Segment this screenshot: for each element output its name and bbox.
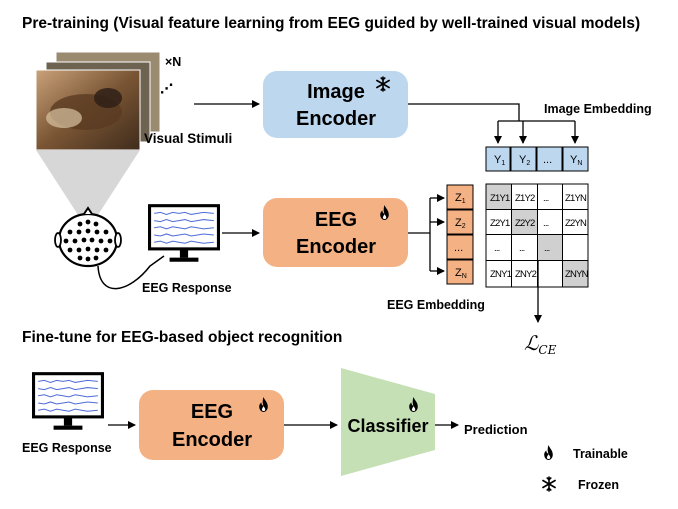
matrix-cell-1-2: Z1Y2 xyxy=(515,193,535,204)
matrix-cell-2-1: Z2Y1 xyxy=(490,218,510,229)
eeg-encoder-line1: EEG xyxy=(315,209,357,231)
finetune-eeg-encoder-line1: EEG xyxy=(191,401,233,423)
z-token-1: Z1 xyxy=(455,192,466,205)
eeg-cap-head xyxy=(54,206,122,268)
ce-loss-symbol: ℒCE xyxy=(524,331,557,357)
prediction-label: Prediction xyxy=(464,422,528,437)
matrix-cell-2-2: Z2Y2 xyxy=(515,218,535,229)
visual-stimuli-label: Visual Stimuli xyxy=(144,131,232,146)
electrode-cable xyxy=(97,255,165,290)
finetune-eeg-encoder-box xyxy=(139,390,284,460)
finetune-title: Fine-tune for EEG-based object recogniti… xyxy=(22,329,342,346)
stimuli-count-label: ×N xyxy=(165,55,181,69)
image-encoder-line2: Encoder xyxy=(296,108,376,130)
z-token-n: ZN xyxy=(455,267,467,280)
z-token-column: Z1 Z2 ... ZN xyxy=(446,184,474,285)
legend-frozen-label: Frozen xyxy=(578,478,619,492)
matrix-cell-3-2: ... xyxy=(519,243,525,254)
legend-snowflake-icon xyxy=(542,476,556,492)
y-token-row: Y1 Y2 ... YN xyxy=(485,146,589,172)
finetune-eeg-monitor-icon xyxy=(32,372,104,432)
eeg-encoder-line2: Encoder xyxy=(296,236,376,258)
image-embedding-connector xyxy=(408,103,520,121)
classifier-label: Classifier xyxy=(347,416,428,436)
pretraining-title: Pre-training (Visual feature learning fr… xyxy=(22,15,640,32)
eeg-embedding-label: EEG Embedding xyxy=(387,298,485,312)
matrix-cell-3-1: ... xyxy=(494,243,500,254)
matrix-cell-4-4: ZNYN xyxy=(565,269,589,280)
matrix-cell-4-1: ZNY1 xyxy=(490,269,512,280)
classifier-trapezoid xyxy=(341,368,435,476)
legend-flame-icon xyxy=(544,445,553,460)
matrix-cell-1-4: Z1YN xyxy=(565,193,587,204)
matrix-cell-2-4: Z2YN xyxy=(565,218,587,229)
matrix-cell-4-2: ZNY2 xyxy=(515,269,537,280)
y-token-1: Y1 xyxy=(494,154,505,167)
y-token-n: YN xyxy=(570,154,582,167)
matrix-cell-3-3: ... xyxy=(544,243,550,254)
eeg-response-label: EEG Response xyxy=(142,281,232,295)
similarity-matrix xyxy=(485,183,589,288)
y-token-2: Y2 xyxy=(519,154,530,167)
visual-stimuli-stack xyxy=(35,51,161,151)
finetune-eeg-response-label: EEG Response xyxy=(22,441,112,455)
z-token-ellipsis: ... xyxy=(454,242,463,254)
image-embedding-label: Image Embedding xyxy=(544,102,652,116)
projection-cone xyxy=(36,150,140,218)
stack-ellipsis: ⋰ xyxy=(160,81,173,96)
z-token-2: Z2 xyxy=(455,217,466,230)
image-encoder-line1: Image xyxy=(307,81,365,103)
matrix-cell-1-3: ... xyxy=(543,193,549,204)
finetune-eeg-encoder-line2: Encoder xyxy=(172,429,252,451)
y-token-ellipsis: ... xyxy=(543,154,552,166)
matrix-cell-2-3: ... xyxy=(543,218,549,229)
legend-trainable-label: Trainable xyxy=(573,447,628,461)
eeg-monitor-icon xyxy=(148,204,220,264)
image-encoder-box xyxy=(263,71,408,138)
eeg-encoder-box xyxy=(263,198,408,267)
matrix-cell-1-1: Z1Y1 xyxy=(490,193,510,204)
